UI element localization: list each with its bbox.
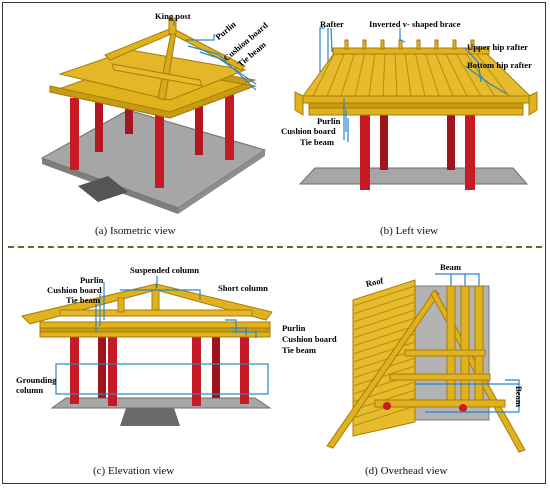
isometric-base-side2 — [178, 150, 265, 214]
overhead-column-tops — [383, 402, 467, 412]
elevation-base — [50, 397, 272, 409]
caption-overhead: (d) Overhead view — [365, 465, 448, 477]
caption-left: (b) Left view — [380, 225, 439, 237]
left-callouts — [319, 27, 508, 142]
elevation-suspended-column — [117, 297, 125, 313]
left-columns — [360, 100, 475, 190]
label-grounding-column: Grounding column — [16, 375, 57, 395]
elevation-tie-beam — [39, 331, 271, 338]
left-posts — [344, 39, 475, 50]
panel-elevation: Suspended column Short column Purlin Cus… — [0, 250, 337, 488]
label-beam-right: Beam — [514, 386, 524, 408]
overhead-beam — [474, 285, 484, 407]
overhead-drawing — [326, 273, 526, 453]
figure-border — [2, 2, 546, 484]
label-tie-beam-right: Tie beam — [282, 345, 316, 355]
left-base — [298, 167, 529, 185]
isometric-roof-frame — [104, 17, 246, 101]
column — [240, 336, 249, 404]
elevation-roof — [21, 283, 273, 338]
column — [360, 100, 370, 190]
label-purlin-right: Purlin — [282, 323, 306, 333]
label-purlin: Purlin — [317, 116, 341, 126]
label-cushion-board: Cushion board — [281, 126, 336, 136]
overhead-beam — [460, 285, 470, 407]
label-cushion-board-left: Cushion board — [47, 285, 102, 295]
left-drawing — [294, 27, 538, 190]
elevation-drawing — [21, 276, 273, 426]
label-cushion-board-right: Cushion board — [282, 334, 337, 344]
king-post — [168, 17, 177, 35]
isometric-callouts — [173, 20, 257, 91]
left-hip-end — [294, 91, 304, 116]
panel-isometric: King post Purlin Cushion board Tie beam … — [0, 0, 275, 246]
left-rafters — [312, 51, 510, 97]
left-ridge — [332, 47, 490, 55]
left-cushion-board — [308, 102, 524, 109]
label-inverted-v-brace: Inverted v- shaped brace — [369, 19, 461, 29]
label-tie-beam: Tie beam — [300, 137, 334, 147]
grounding-column-highlight — [55, 363, 269, 395]
elevation-short-column — [151, 289, 160, 311]
column — [155, 110, 164, 188]
label-upper-hip-rafter: Upper hip rafter — [467, 42, 528, 52]
left-beams — [294, 91, 538, 116]
left-hip-end — [528, 91, 538, 116]
caption-elevation: (c) Elevation view — [93, 465, 175, 477]
isometric-drawing — [40, 17, 267, 214]
column — [95, 92, 103, 152]
column — [70, 336, 79, 404]
label-beam-top: Beam — [440, 262, 462, 272]
left-purlin — [302, 95, 530, 104]
column — [225, 92, 234, 160]
overhead-crossbeam — [389, 373, 491, 381]
elevation-columns — [70, 336, 249, 406]
column — [98, 336, 106, 398]
elevation-stair — [120, 408, 180, 426]
label-tie-beam-left: Tie beam — [66, 295, 100, 305]
panel-divider — [8, 246, 542, 248]
ridge-beam — [111, 63, 203, 87]
label-purlin-left: Purlin — [80, 275, 104, 285]
overhead-hip-left — [326, 289, 440, 449]
elevation-callouts — [55, 276, 269, 395]
column — [212, 336, 220, 398]
isometric-stair — [78, 176, 128, 202]
label-bottom-hip-rafter: Bottom hip rafter — [467, 60, 532, 70]
column — [70, 98, 79, 170]
column — [195, 95, 203, 155]
column — [108, 336, 117, 406]
column — [192, 336, 201, 406]
overhead-crossbeam — [374, 399, 506, 408]
overhead-crossbeam — [404, 349, 486, 357]
left-tie-beam — [308, 107, 524, 116]
caption-isometric: (a) Isometric view — [95, 225, 176, 237]
label-king-post: King post — [155, 11, 191, 21]
label-short-column: Short column — [218, 283, 268, 293]
overhead-beam — [446, 285, 456, 407]
column — [447, 100, 455, 170]
elevation-upper-purlin — [59, 309, 253, 317]
column — [380, 100, 388, 170]
label-rafter: Rafter — [320, 19, 344, 29]
column — [465, 100, 475, 190]
overhead-callouts — [415, 273, 520, 413]
panel-left: Rafter Inverted v- shaped brace Upper hi… — [275, 0, 550, 246]
panel-overhead: Roof Beam Beam (d) Overhead view — [275, 250, 550, 488]
label-suspended-column: Suspended column — [130, 265, 200, 275]
